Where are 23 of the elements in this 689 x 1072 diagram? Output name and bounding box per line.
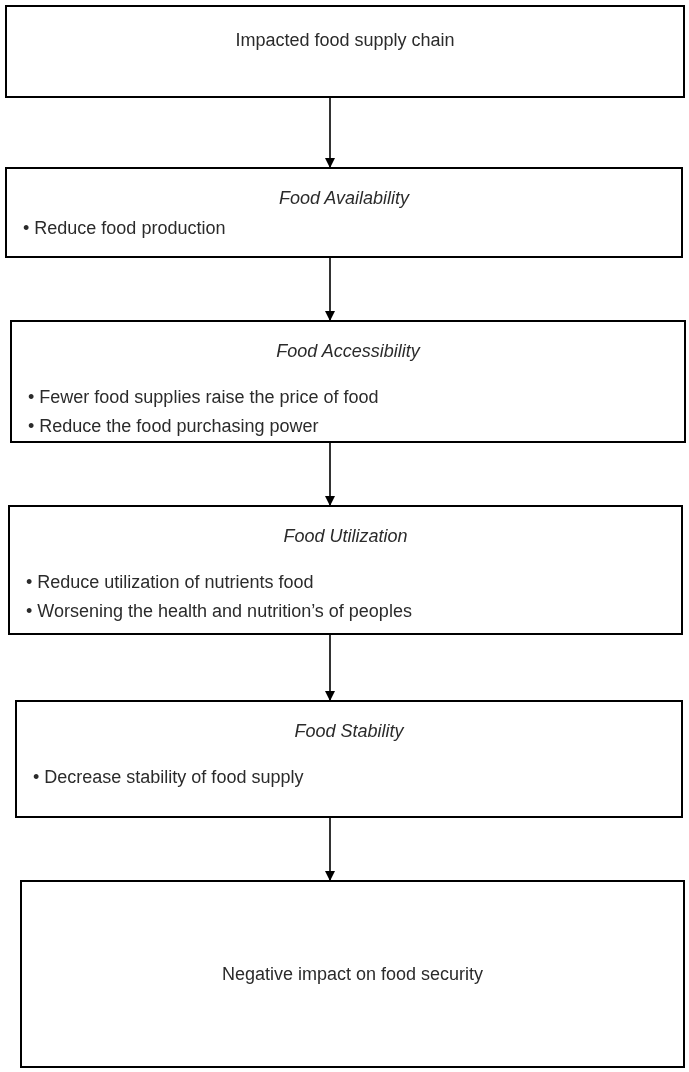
box-heading: Food Accessibility	[276, 340, 420, 363]
process-box	[5, 167, 683, 258]
process-box	[5, 5, 685, 98]
process-box	[10, 320, 686, 443]
box-heading: Food Availability	[278, 187, 410, 210]
box-text: Negative impact on food security	[221, 962, 484, 986]
arrow	[325, 257, 335, 321]
arrow	[325, 97, 335, 168]
box-heading: Food Stability	[294, 720, 404, 743]
arrow	[325, 442, 335, 506]
bullet-item: • Reduce the food purchasing power	[28, 414, 320, 438]
process-box	[20, 880, 685, 1068]
arrow	[325, 817, 335, 881]
bullet-item: • Worsening the health and nutrition’s of peoples	[26, 599, 413, 623]
bullet-item: • Fewer food supplies raise the price of food	[28, 386, 380, 409]
bullet-item: • Reduce utilization of nutrients food	[26, 571, 315, 594]
bullet-item: • Reduce food production	[23, 217, 227, 240]
box-text: Impacted food supply chain	[235, 29, 455, 52]
box-heading: Food Utilization	[283, 525, 408, 548]
arrow	[325, 634, 335, 701]
bullet-item: • Decrease stability of food supply	[33, 766, 305, 789]
process-box	[15, 700, 683, 818]
process-box	[8, 505, 683, 635]
